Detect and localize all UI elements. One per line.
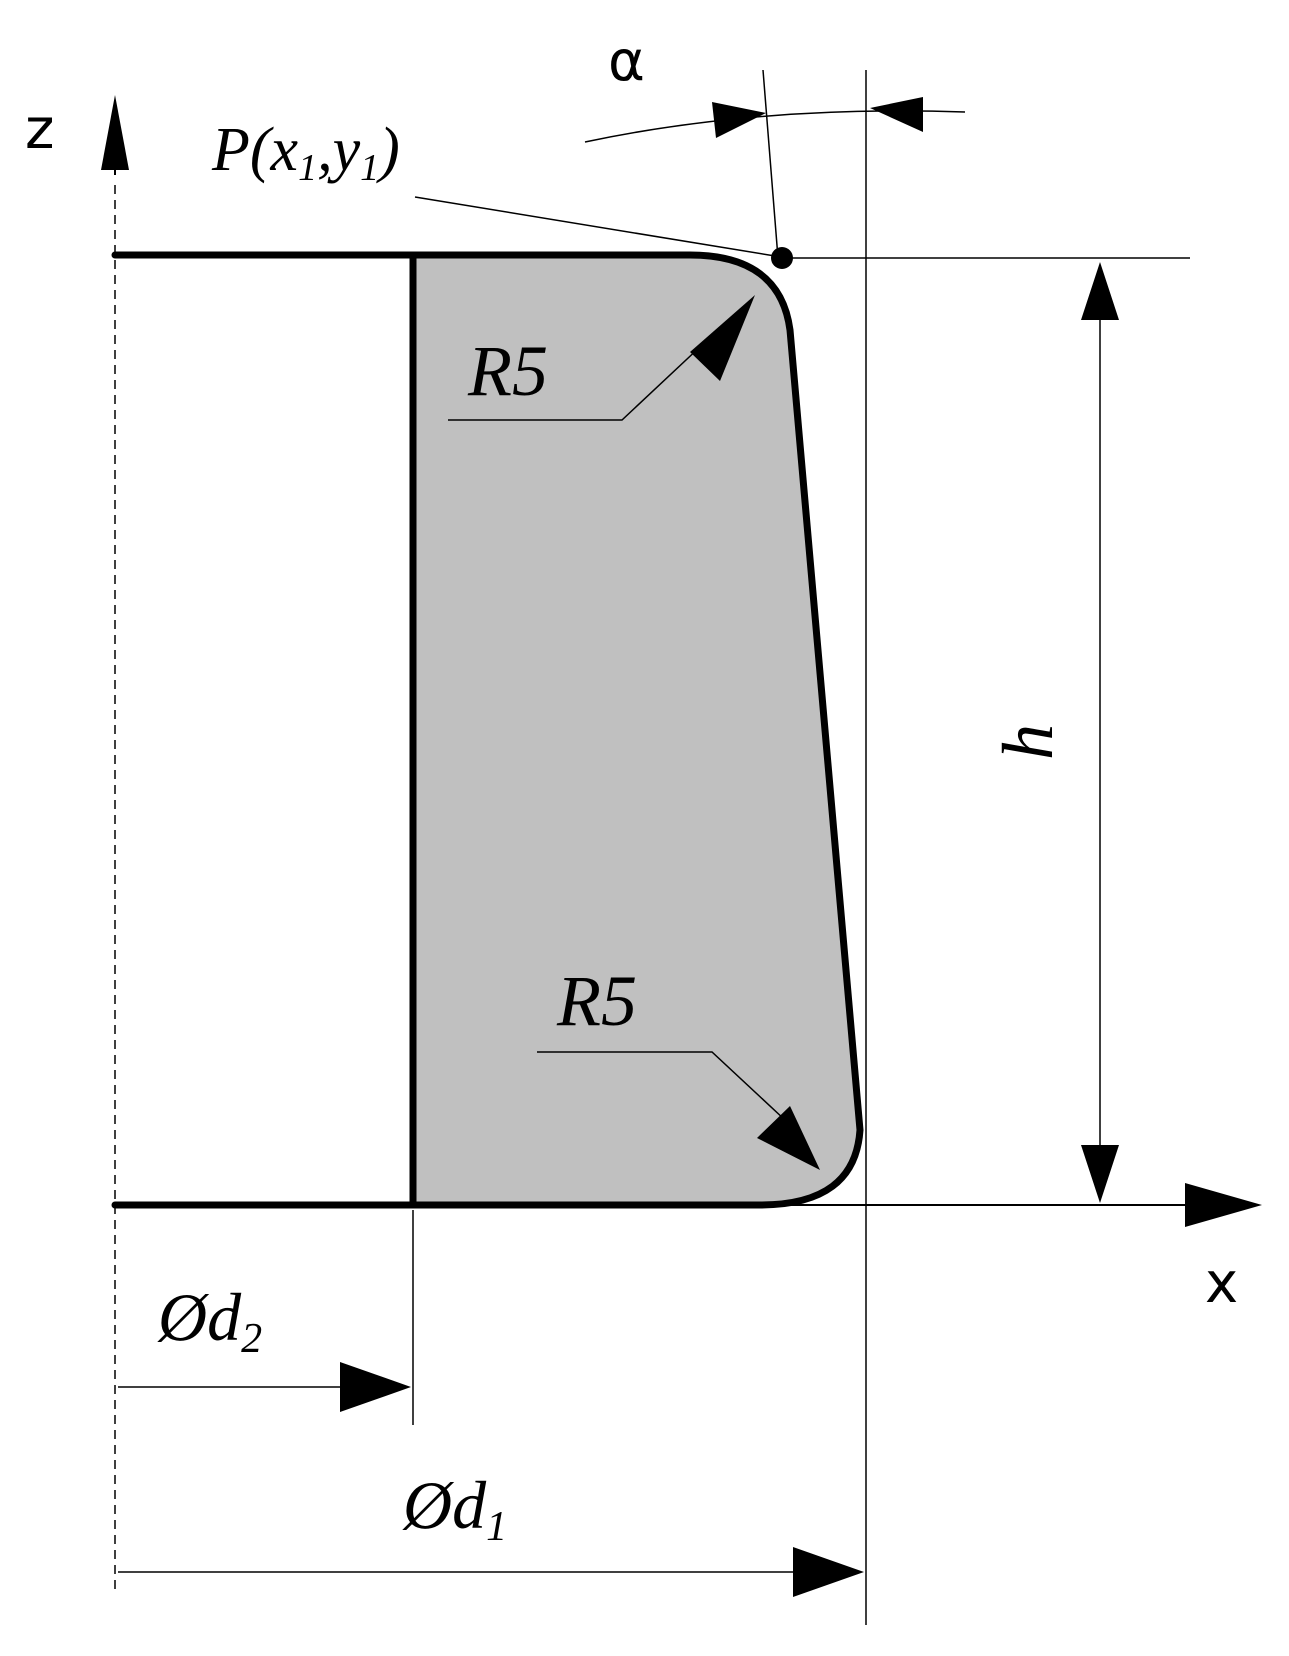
d2-label: Ød2: [157, 1279, 262, 1362]
z-axis-arrowhead: [101, 95, 129, 170]
x-axis-label: x: [1205, 1251, 1238, 1316]
d1-arrowhead: [793, 1547, 864, 1597]
r5-bottom-arrowhead: [757, 1106, 820, 1170]
r5-bottom-label: R5: [556, 961, 637, 1041]
point-p-label: P(x1,y1): [211, 116, 400, 189]
h-arrowhead-top: [1081, 262, 1119, 320]
alpha-label: α: [608, 29, 645, 94]
height-label: h: [988, 724, 1068, 760]
d2-arrowhead: [340, 1362, 411, 1412]
h-arrowhead-bottom: [1081, 1145, 1119, 1203]
cross-section-fill: [413, 255, 860, 1205]
r5-bottom-leader: [537, 1051, 786, 1121]
z-axis-label: z: [25, 97, 54, 162]
point-p-leader: [414, 196, 776, 257]
r5-top-arrowhead: [690, 295, 755, 381]
x-axis-arrowhead: [1185, 1183, 1262, 1227]
r5-top-leader: [448, 329, 719, 421]
taper-extension-line: [762, 69, 779, 259]
alpha-arrowhead-right: [870, 97, 923, 132]
alpha-arrowhead-left: [712, 102, 766, 138]
point-p-marker: [771, 247, 793, 269]
d1-label: Ød1: [402, 1467, 507, 1550]
r5-top-label: R5: [467, 331, 548, 411]
section-outline: [111, 251, 864, 1209]
